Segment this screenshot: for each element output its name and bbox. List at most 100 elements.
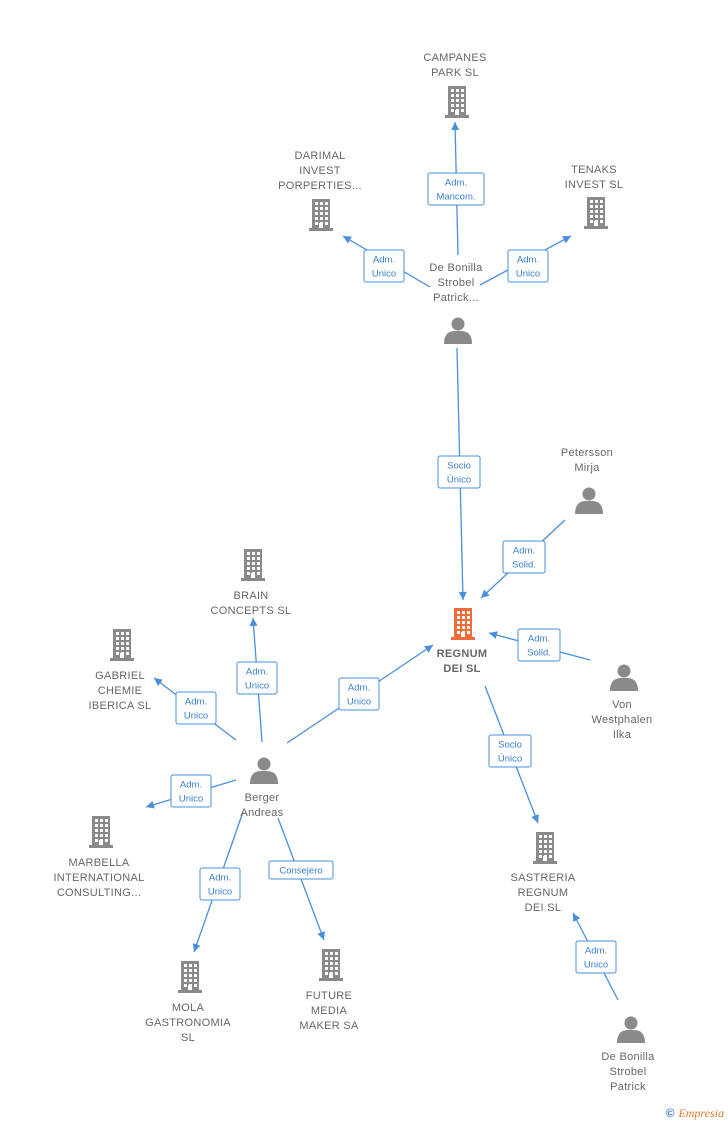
edge-label[interactable]: Adm. Unico bbox=[338, 677, 380, 711]
arrow-icon bbox=[458, 591, 467, 600]
node-label-line: INTERNATIONAL bbox=[53, 872, 144, 884]
node-debonilla1[interactable]: De BonillaStrobelPatrick... bbox=[429, 262, 483, 344]
building-icon bbox=[178, 961, 202, 993]
node-label-line: INVEST bbox=[299, 165, 341, 177]
edge-label-text: Adm. bbox=[445, 178, 467, 189]
edge-label-box bbox=[199, 867, 241, 901]
person-icon bbox=[617, 1016, 645, 1043]
edge-label-text: Consejero bbox=[279, 866, 322, 877]
edge-label-box bbox=[363, 249, 405, 283]
edge-label[interactable]: Adm.Unico bbox=[175, 691, 217, 725]
node-label-line: Patrick... bbox=[433, 292, 479, 304]
edge-label-text: Adm. bbox=[528, 634, 550, 645]
edge-label[interactable]: Adm. Unico bbox=[507, 249, 549, 283]
node-label-line: BRAIN bbox=[233, 590, 268, 602]
node-label-line: TENAKS bbox=[571, 164, 617, 176]
node-label-line: CONCEPTS SL bbox=[211, 605, 292, 617]
node-label-line: IBERICA SL bbox=[89, 700, 152, 712]
node-label-line: CHEMIE bbox=[98, 685, 143, 697]
node-brain[interactable]: BRAIN CONCEPTS SL bbox=[211, 549, 292, 617]
node-label-line: GASTRONOMIA bbox=[145, 1017, 231, 1029]
edge-label[interactable]: Adm.Mancom. bbox=[427, 172, 485, 206]
node-mola[interactable]: MOLA GASTRONOMIA SL bbox=[145, 961, 231, 1044]
edge-label-text: Adm. bbox=[348, 683, 370, 694]
edge-label[interactable]: Adm.Unico bbox=[575, 940, 617, 974]
edge-label-box bbox=[502, 540, 546, 574]
edge-label-box bbox=[268, 860, 334, 880]
node-label-line: Von bbox=[612, 699, 632, 711]
arrow-icon bbox=[317, 931, 325, 940]
node-label-line: MEDIA bbox=[311, 1005, 348, 1017]
arrow-icon bbox=[249, 618, 258, 627]
node-label-line: REGNUM bbox=[518, 887, 569, 899]
node-label-line: DEI SL bbox=[525, 902, 562, 914]
node-label-line: Ilka bbox=[613, 729, 632, 741]
edge-label-text: Unico bbox=[208, 887, 232, 898]
node-label-line: Mirja bbox=[574, 462, 600, 474]
node-sastreria[interactable]: SASTRERIA REGNUM DEI SL bbox=[510, 832, 576, 914]
edge-label-text: Unico bbox=[347, 697, 371, 708]
edge-label-text: Unico bbox=[179, 794, 203, 805]
person-icon bbox=[444, 317, 472, 344]
building-icon bbox=[110, 629, 134, 661]
arrow-icon bbox=[343, 236, 352, 244]
node-darimal[interactable]: DARIMALINVESTPORPERTIES... bbox=[278, 150, 362, 231]
person-icon bbox=[575, 487, 603, 514]
node-label-line: INVEST SL bbox=[565, 179, 624, 191]
edge-label[interactable]: Adm.Solid. bbox=[502, 540, 546, 574]
edge-label[interactable]: Adm.Unico bbox=[236, 661, 278, 695]
arrow-icon bbox=[562, 236, 571, 244]
node-gabriel[interactable]: GABRIEL CHEMIE IBERICA SL bbox=[89, 629, 152, 712]
edge-label-text: Adm. bbox=[517, 255, 539, 266]
arrow-icon bbox=[424, 645, 433, 653]
node-label-line: SASTRERIA bbox=[510, 872, 575, 884]
edge-label-text: Unico bbox=[245, 681, 269, 692]
arrow-icon bbox=[192, 943, 201, 952]
building-icon bbox=[241, 549, 265, 581]
node-label-line: GABRIEL bbox=[95, 670, 145, 682]
node-label-line: PARK SL bbox=[431, 67, 479, 79]
building-icon bbox=[89, 816, 113, 848]
building-icon bbox=[533, 832, 557, 864]
person-icon bbox=[610, 664, 638, 691]
node-label-line: Andreas bbox=[240, 807, 283, 819]
building-icon bbox=[445, 86, 469, 118]
edge-label[interactable]: Adm.Unico bbox=[363, 249, 405, 283]
edge-label-text: Unico bbox=[516, 269, 540, 280]
node-label-line: Strobel bbox=[438, 277, 475, 289]
edge-label-text: Unico bbox=[584, 960, 608, 971]
node-tenaks[interactable]: TENAKS INVEST SL bbox=[565, 164, 624, 229]
edge-label[interactable]: Adm. Unico bbox=[170, 774, 212, 808]
building-icon bbox=[451, 608, 475, 640]
edge-label-text: Adm. bbox=[180, 780, 202, 791]
edge-label-text: Solid. bbox=[527, 648, 551, 659]
arrow-icon bbox=[489, 631, 498, 639]
edge-label-box bbox=[170, 774, 212, 808]
node-label-line: MOLA bbox=[172, 1002, 205, 1014]
copyright-icon: © bbox=[665, 1106, 675, 1120]
arrow-icon bbox=[146, 800, 155, 809]
edge-label-box bbox=[175, 691, 217, 725]
edge-label-box bbox=[488, 734, 532, 768]
node-label-line: Westphalen bbox=[592, 714, 653, 726]
edge-label[interactable]: Adm.Unico bbox=[199, 867, 241, 901]
node-label-line: SL bbox=[181, 1032, 195, 1044]
edge-label[interactable]: Consejero bbox=[268, 860, 334, 880]
edge-label[interactable]: Adm. Solid. bbox=[517, 628, 561, 662]
node-label-line: Berger bbox=[245, 792, 280, 804]
node-label-line: Petersson bbox=[561, 447, 613, 459]
brand-logo[interactable]: Empresia bbox=[678, 1106, 724, 1120]
edge-label-text: Adm. bbox=[373, 255, 395, 266]
node-marbella[interactable]: MARBELLAINTERNATIONALCONSULTING... bbox=[53, 816, 144, 899]
arrow-icon bbox=[154, 678, 163, 687]
